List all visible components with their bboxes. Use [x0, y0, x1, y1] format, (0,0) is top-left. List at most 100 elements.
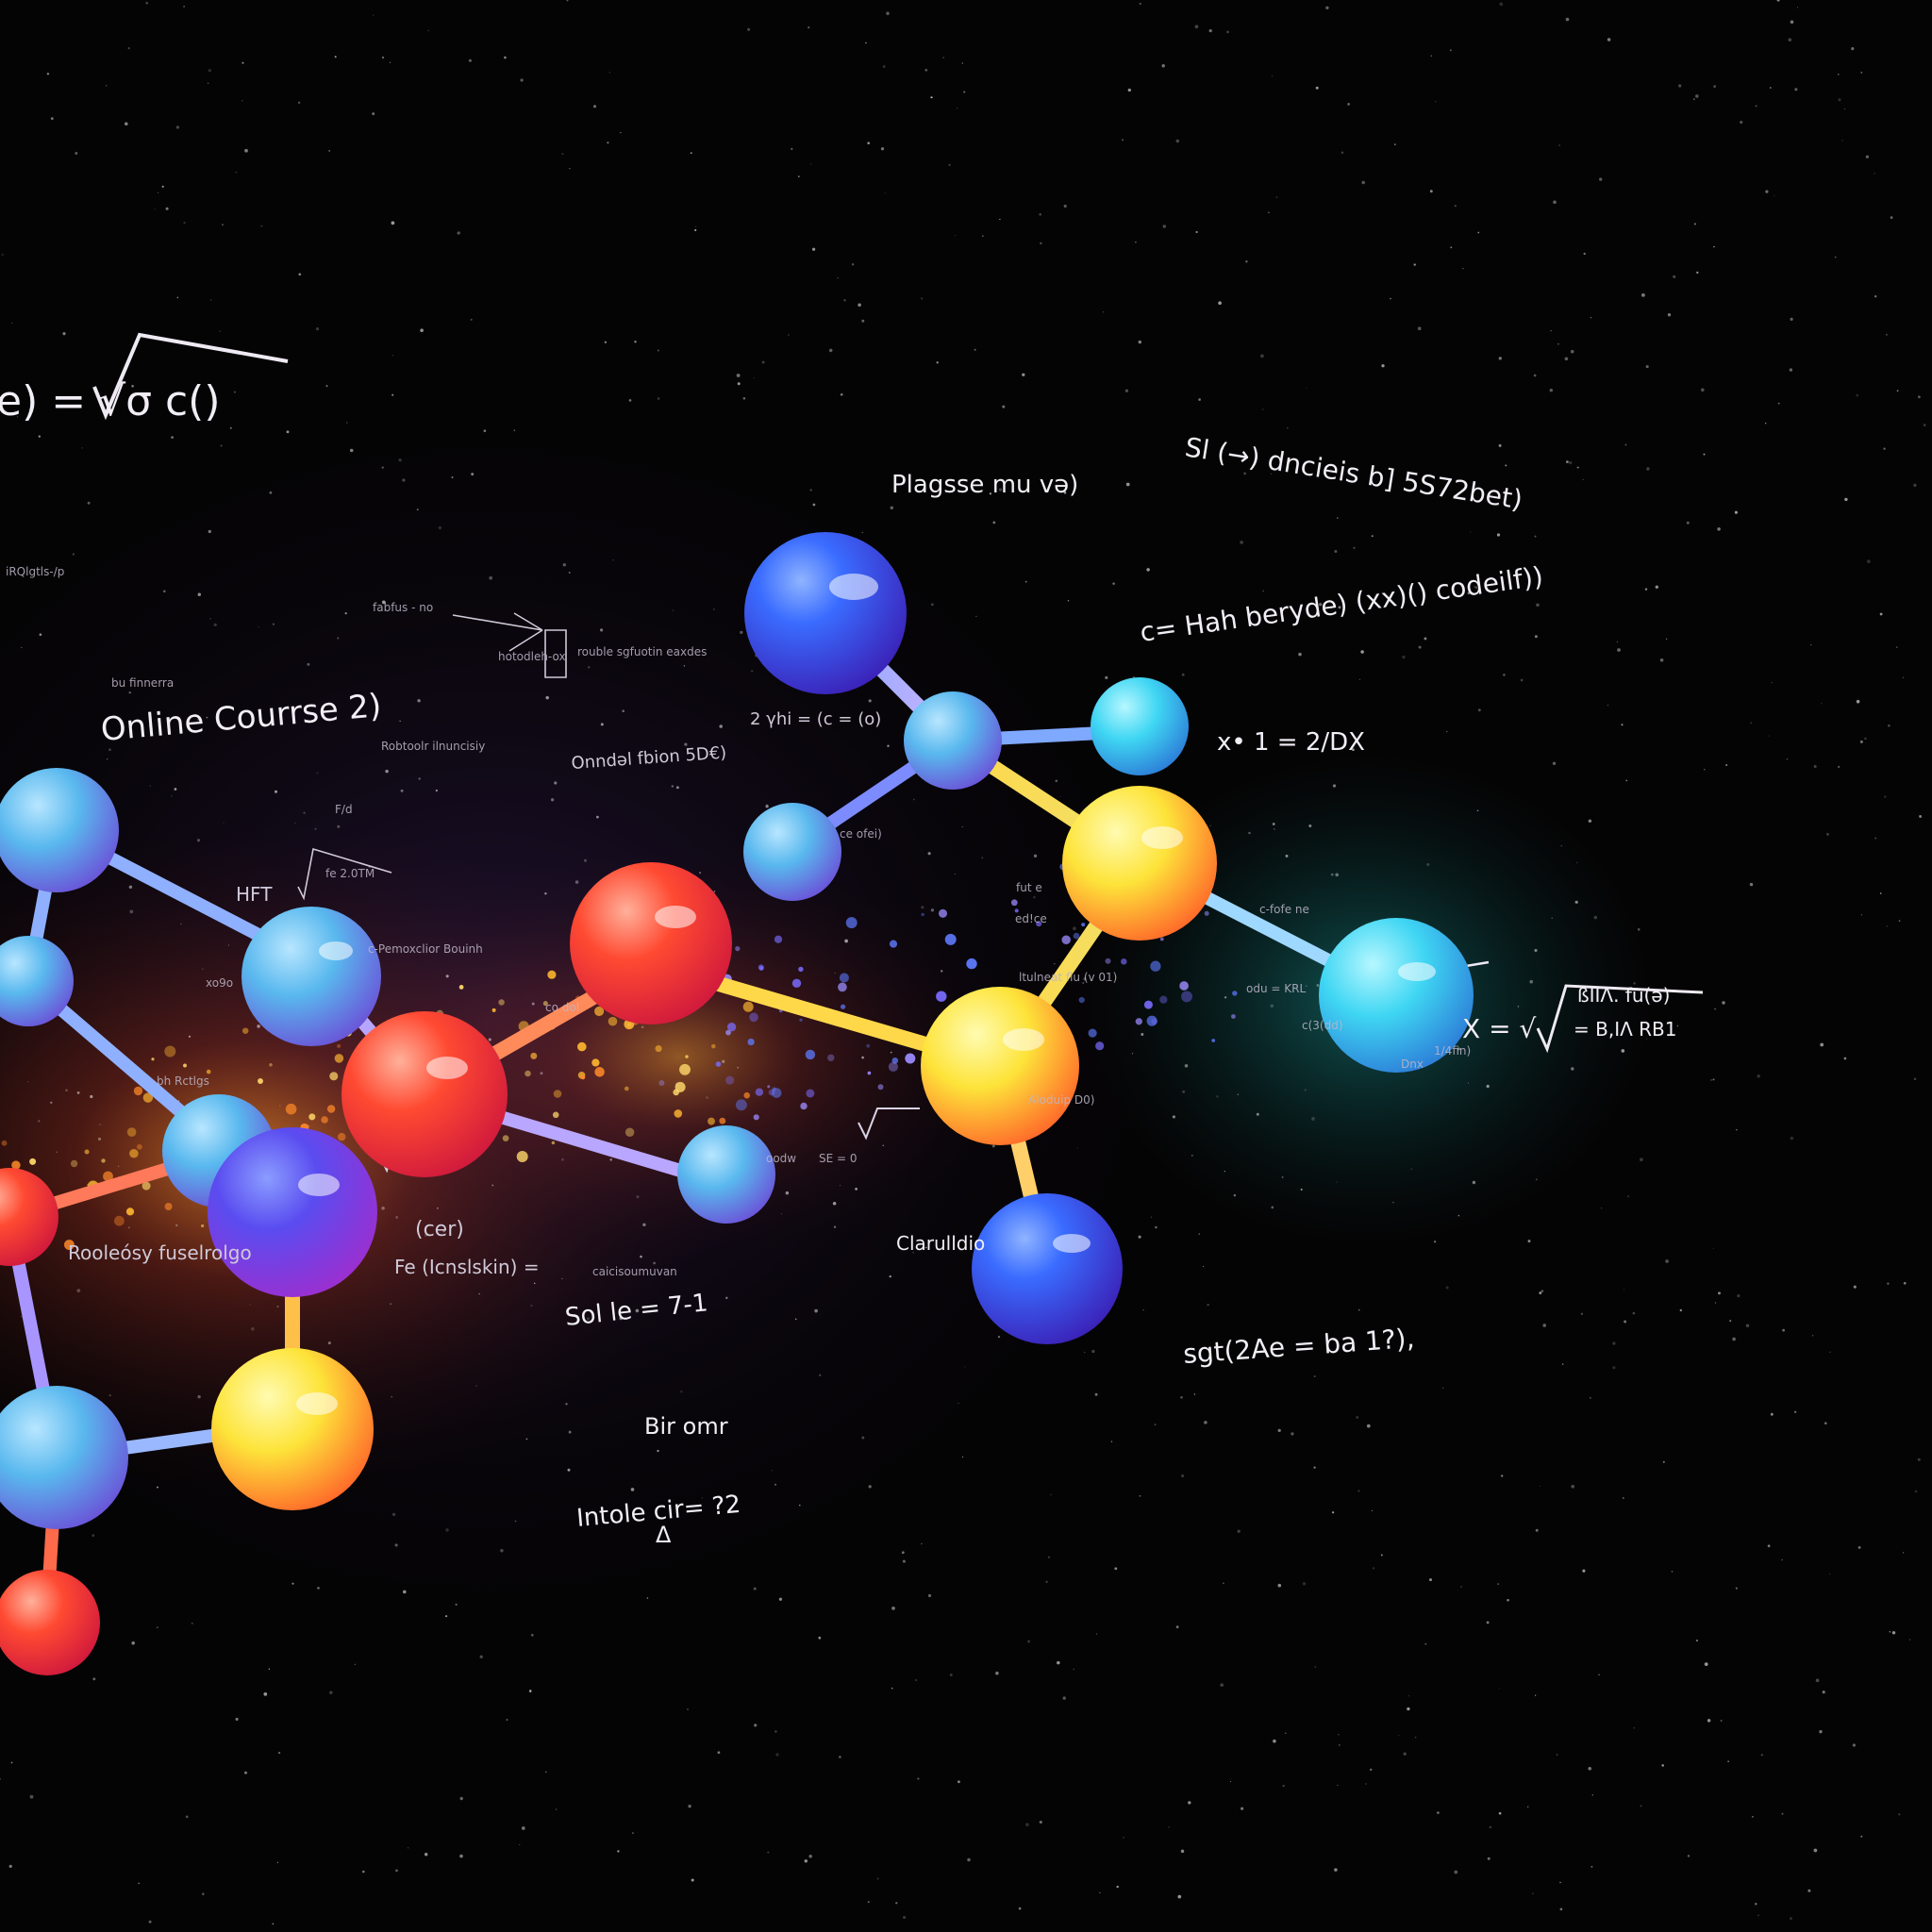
star [1429, 1578, 1432, 1582]
star [294, 822, 296, 824]
star [568, 1430, 572, 1434]
star [1860, 914, 1863, 916]
star [1319, 603, 1323, 607]
star [955, 235, 957, 237]
star [1550, 330, 1552, 332]
star [1717, 527, 1721, 531]
sqrt-x-denominator: = B,IΛ RB1 [1574, 1018, 1676, 1041]
star [303, 811, 306, 814]
star [1633, 982, 1636, 985]
star [1486, 1084, 1490, 1089]
star [1083, 977, 1087, 981]
star [1913, 483, 1917, 488]
star [72, 553, 75, 556]
star [521, 1826, 525, 1830]
star [1695, 94, 1699, 98]
star [995, 1671, 999, 1675]
star [890, 1051, 892, 1054]
sparkle [458, 985, 464, 990]
star [1576, 861, 1578, 864]
svg-text:odu = KRL: odu = KRL [1246, 982, 1306, 995]
star [560, 1158, 564, 1161]
sparkle [525, 1070, 531, 1077]
star [566, 0, 569, 2]
star [1188, 1801, 1191, 1805]
star [1576, 466, 1579, 469]
star [964, 1366, 966, 1368]
star [1918, 395, 1921, 399]
svg-text:fabfus - no: fabfus - no [373, 601, 433, 614]
star [149, 785, 151, 787]
star [1381, 364, 1385, 368]
star [1678, 84, 1682, 88]
star [791, 147, 793, 151]
sparkle [126, 1127, 137, 1137]
sparkle [594, 1006, 605, 1017]
star [1553, 200, 1557, 205]
sparkle [1151, 1018, 1158, 1025]
star [1498, 443, 1502, 447]
star [1337, 517, 1339, 519]
star [1270, 1004, 1274, 1008]
sparkle [655, 1045, 662, 1053]
star [814, 1308, 818, 1313]
star [1879, 892, 1882, 894]
star [1813, 765, 1817, 768]
star [417, 699, 421, 703]
star [1073, 1668, 1075, 1671]
star [992, 521, 996, 525]
star [810, 163, 812, 165]
sparkle [743, 1091, 750, 1099]
star [1617, 648, 1621, 652]
star [1534, 635, 1538, 639]
star [1248, 831, 1251, 835]
star [1237, 1529, 1241, 1533]
star [1271, 75, 1274, 77]
star [592, 105, 597, 108]
star [56, 1151, 58, 1154]
star [398, 458, 402, 462]
star [942, 57, 944, 58]
star [1059, 795, 1061, 797]
star [1655, 585, 1658, 589]
star [381, 600, 386, 605]
star [1782, 1328, 1785, 1332]
star [833, 1225, 837, 1228]
star [809, 489, 812, 491]
star [1713, 85, 1716, 88]
star [948, 163, 951, 167]
sparkle [1061, 935, 1071, 945]
star [1472, 1180, 1476, 1185]
star [550, 798, 555, 802]
star [568, 572, 571, 574]
star [1750, 722, 1753, 724]
star [1843, 108, 1846, 110]
star [222, 224, 224, 226]
star [76, 1289, 81, 1292]
star [418, 777, 421, 780]
star [958, 1780, 960, 1784]
star [1457, 1047, 1460, 1051]
star [272, 1923, 275, 1925]
star [1740, 121, 1743, 125]
atom-red-center [341, 1011, 508, 1177]
star [753, 1587, 757, 1591]
star [1470, 531, 1472, 533]
sparkle [553, 1090, 562, 1098]
svg-text:fut e: fut e [1016, 881, 1042, 894]
star [1127, 88, 1131, 92]
sparkle [774, 935, 783, 943]
star [1851, 47, 1855, 51]
star [1365, 1783, 1367, 1785]
star [1271, 1206, 1274, 1209]
star [1879, 612, 1883, 616]
star [991, 1144, 995, 1148]
star [1277, 1583, 1282, 1588]
star [1497, 1583, 1499, 1585]
star [1645, 1038, 1647, 1040]
star [27, 1081, 29, 1083]
sparkle [891, 1057, 899, 1064]
star [1888, 724, 1890, 727]
x-2dx-text: x• 1 = 2/DX [1217, 728, 1365, 757]
star [1834, 256, 1837, 258]
